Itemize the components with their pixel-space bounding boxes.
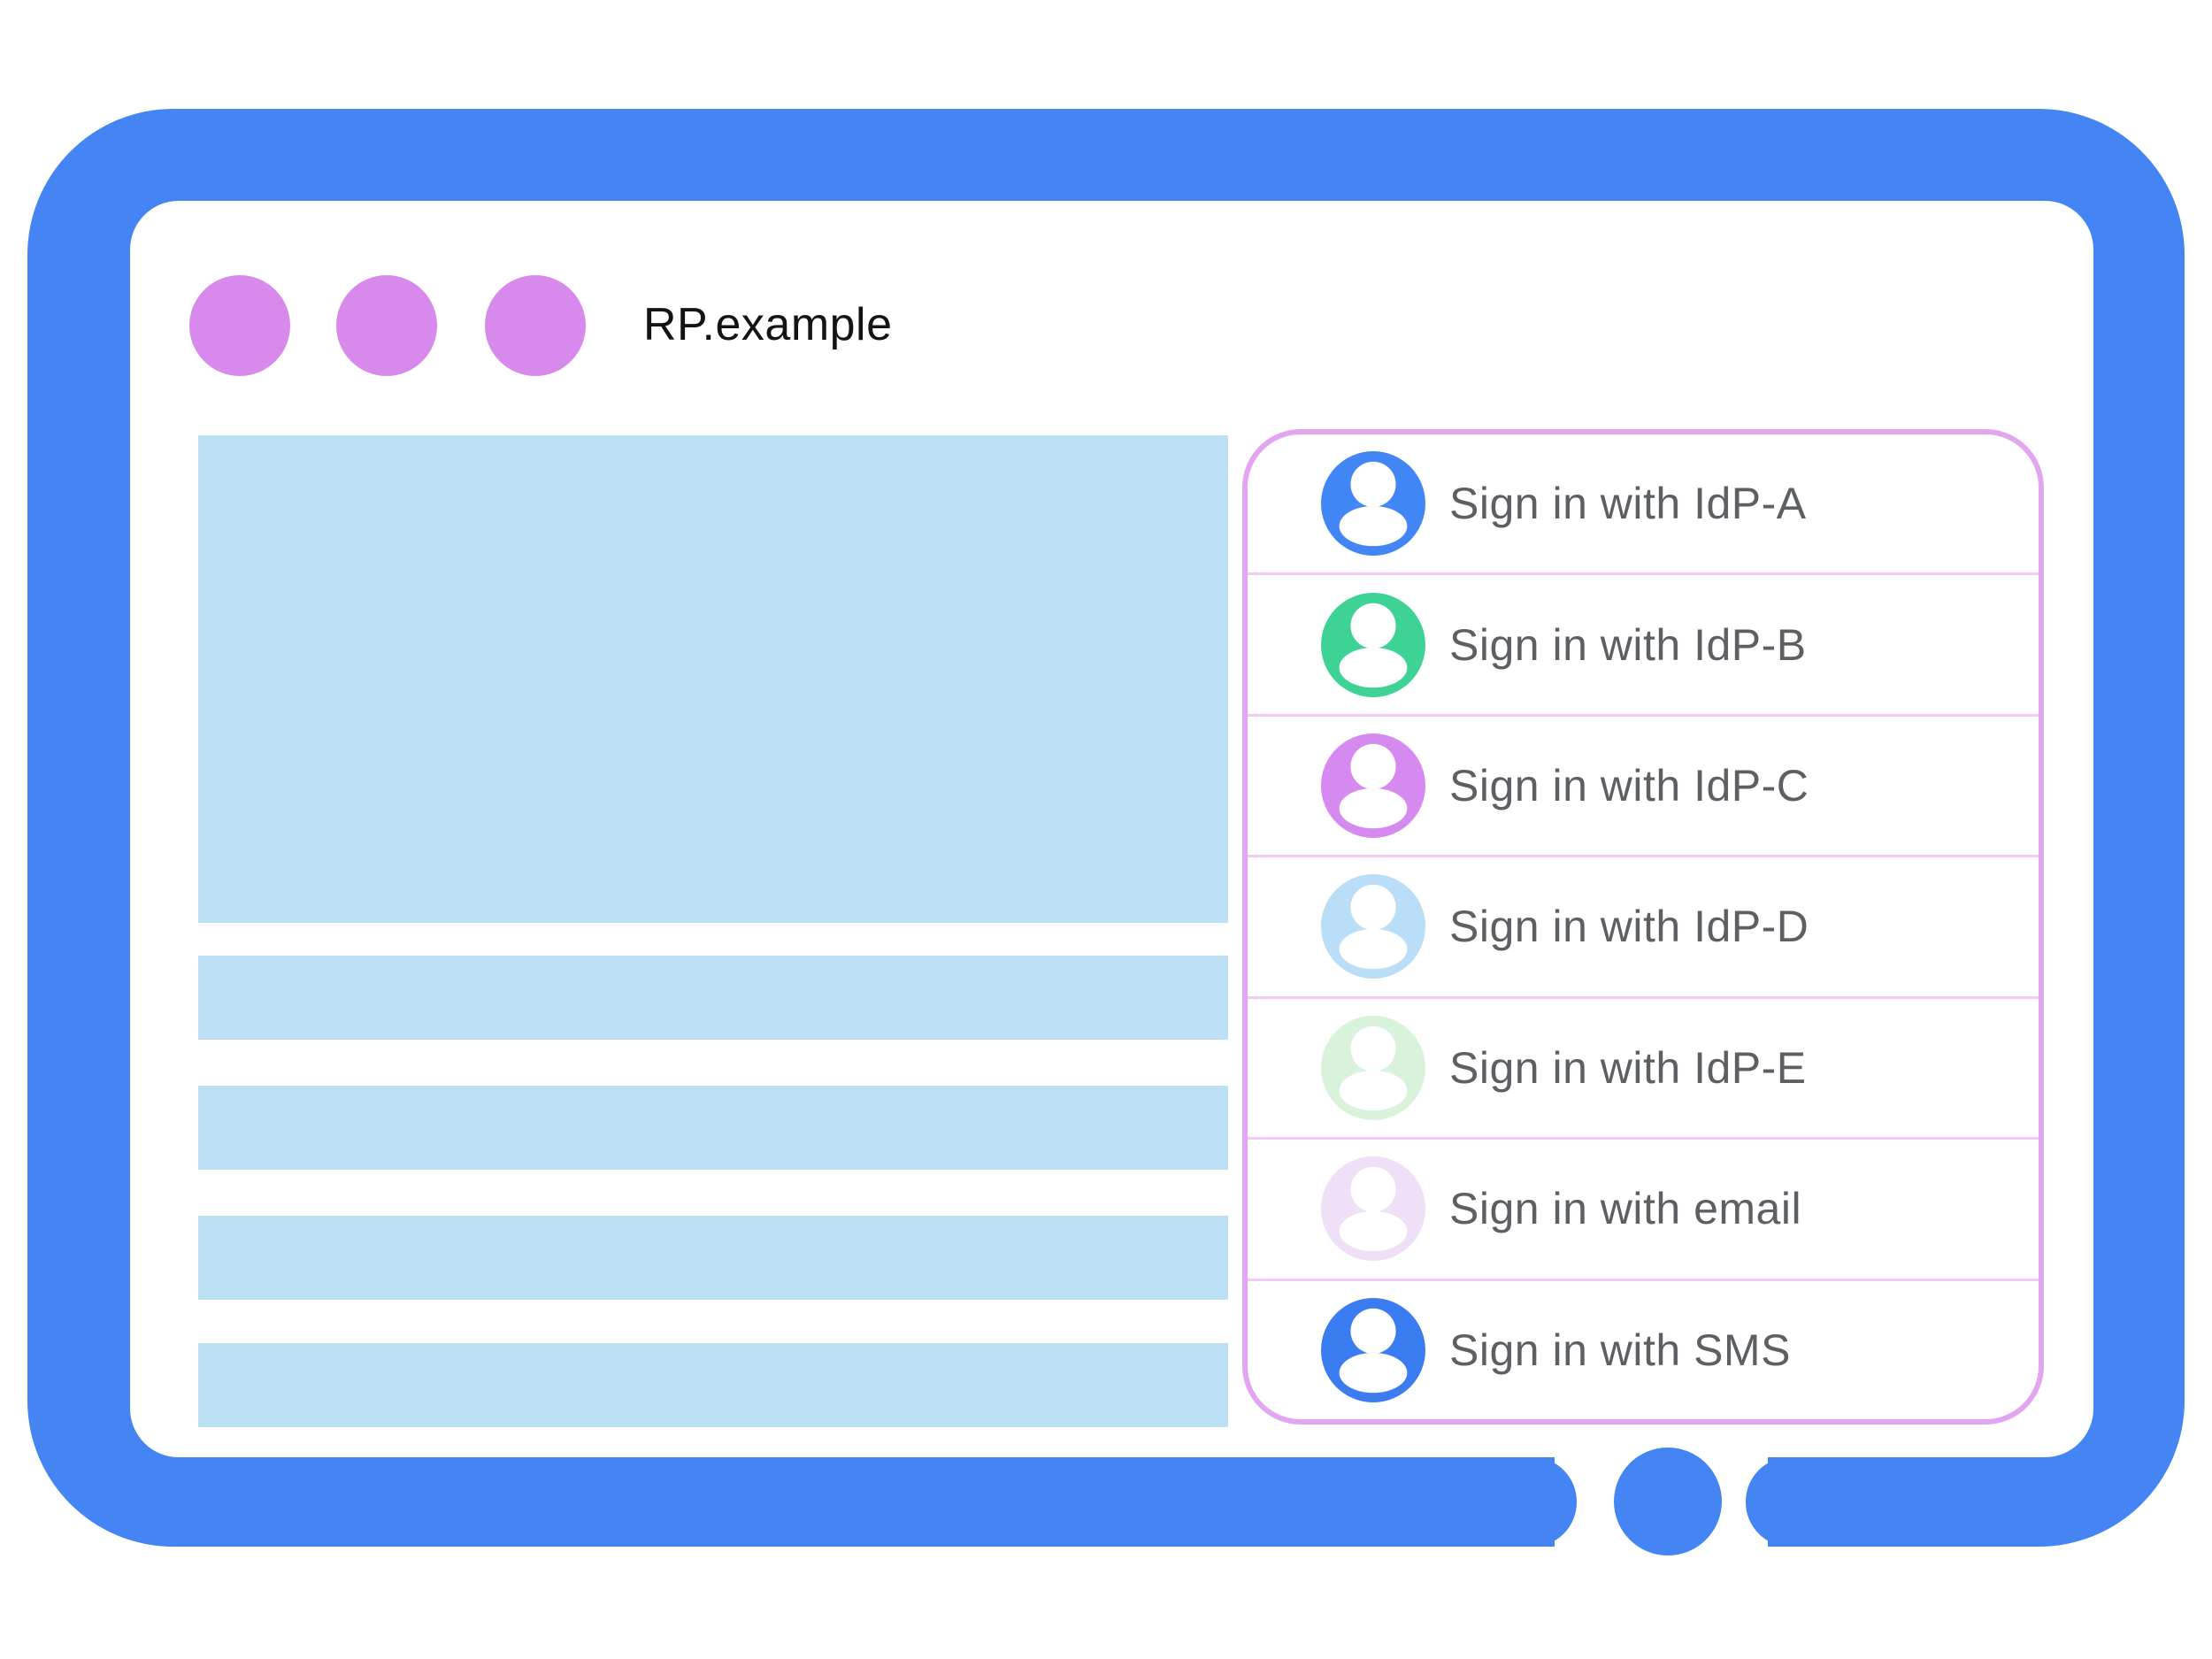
- signin-option-idp-c[interactable]: Sign in with IdP-C: [1248, 713, 2039, 855]
- content-placeholder-line: [198, 1343, 1228, 1427]
- signin-option-label: Sign in with IdP-E: [1449, 1042, 1807, 1093]
- signin-option-sms[interactable]: Sign in with SMS: [1248, 1278, 2039, 1419]
- signin-options-list: Sign in with IdP-A Sign in with IdP-B Si…: [1242, 429, 2044, 1425]
- page-title: RP.example: [643, 299, 893, 350]
- signin-option-label: Sign in with IdP-D: [1449, 902, 1809, 952]
- signin-option-label: Sign in with IdP-A: [1449, 479, 1807, 529]
- content-placeholder-line: [198, 956, 1228, 1040]
- signin-option-label: Sign in with IdP-B: [1449, 619, 1807, 670]
- signin-option-label: Sign in with IdP-C: [1449, 761, 1809, 811]
- bezel-left-segment-end: [1488, 1457, 1577, 1547]
- content-placeholder-line: [198, 1086, 1228, 1170]
- window-control-dot: [189, 275, 290, 376]
- window-control-dot: [336, 275, 437, 376]
- signin-option-label: Sign in with SMS: [1449, 1325, 1791, 1375]
- person-avatar-icon: [1321, 1015, 1425, 1120]
- person-avatar-icon: [1321, 1156, 1425, 1262]
- signin-option-idp-b[interactable]: Sign in with IdP-B: [1248, 572, 2039, 713]
- person-avatar-icon: [1321, 592, 1425, 697]
- window-control-dot: [485, 275, 586, 376]
- signin-option-idp-d[interactable]: Sign in with IdP-D: [1248, 855, 2039, 995]
- signin-option-email[interactable]: Sign in with email: [1248, 1137, 2039, 1278]
- person-avatar-icon: [1321, 733, 1425, 839]
- content-placeholder-hero: [198, 435, 1228, 923]
- person-avatar-icon: [1321, 1297, 1425, 1402]
- bezel-right-segment-end: [1746, 1457, 1834, 1547]
- signin-option-idp-a[interactable]: Sign in with IdP-A: [1248, 434, 2039, 572]
- person-avatar-icon: [1321, 874, 1425, 979]
- signin-option-idp-e[interactable]: Sign in with IdP-E: [1248, 995, 2039, 1137]
- home-button: [1614, 1448, 1722, 1555]
- signin-option-label: Sign in with email: [1449, 1184, 1802, 1234]
- content-placeholder-line: [198, 1216, 1228, 1300]
- person-avatar-icon: [1321, 451, 1425, 557]
